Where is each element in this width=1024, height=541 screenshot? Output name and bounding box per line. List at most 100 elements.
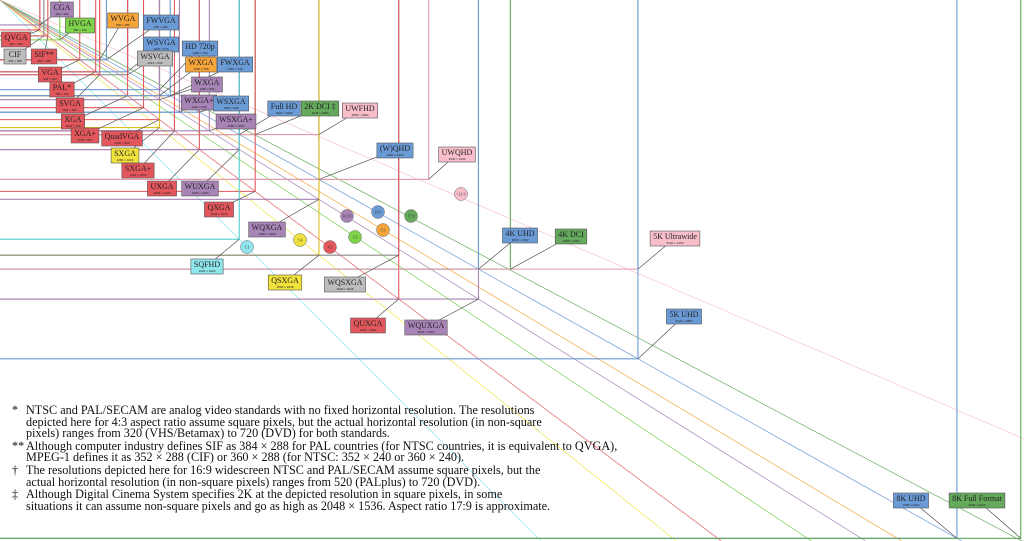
standard-name: HVGA xyxy=(68,19,91,28)
label-box xyxy=(101,130,143,147)
label-box xyxy=(948,492,1006,509)
standard-resolution: 640 × 480 xyxy=(43,77,57,81)
standard-name: CIF xyxy=(9,50,22,59)
standard-resolution: 800 × 480 xyxy=(116,23,130,27)
standard-resolution: 800 × 600 xyxy=(63,108,77,112)
aspect-ratio-marker: 5:3 xyxy=(376,223,390,237)
aspect-ratio-label: 16:10 xyxy=(342,214,351,219)
standard-resolution: 5120 × 2160 xyxy=(667,241,684,245)
standard-resolution: 8192 × 4320 xyxy=(969,503,986,507)
standard-name: 4K DCI xyxy=(558,230,584,239)
label-box xyxy=(1,31,31,48)
aspect-ratio-marker: 16:9 xyxy=(371,205,385,219)
label-box xyxy=(49,81,75,98)
standard-name: FWVGA xyxy=(146,16,176,25)
standard-name: UXGA xyxy=(150,182,173,191)
label-box xyxy=(65,17,95,34)
standard-resolution: 4096 × 2160 xyxy=(563,239,580,243)
standard-name: SVGA xyxy=(59,99,81,108)
standard-resolution: 3440 × 1440 xyxy=(449,157,466,161)
standard-name: XGA+ xyxy=(74,129,96,138)
footnote-text: NTSC and PAL/SECAM are analog video stan… xyxy=(26,403,542,441)
standard-name: WQXGA xyxy=(252,223,283,232)
label-box xyxy=(181,40,219,57)
label-box xyxy=(342,102,378,119)
label-box xyxy=(376,142,414,159)
standard-resolution: 1024 × 576 xyxy=(153,47,168,51)
label-box xyxy=(649,230,701,247)
standard-resolution: 3840 × 2400 xyxy=(418,330,435,334)
label-box xyxy=(213,95,249,112)
standard-resolution: 3840 × 2160 xyxy=(512,238,529,242)
label-box xyxy=(181,180,219,197)
standard-name: QXGA xyxy=(207,203,230,212)
label-box xyxy=(204,201,234,218)
footnote-mark: ‡ xyxy=(12,487,19,502)
standard-name: FWXGA xyxy=(220,58,250,67)
footnote-mark: ** xyxy=(12,438,25,453)
label-box xyxy=(666,308,702,325)
label-box xyxy=(438,146,476,163)
standard-resolution: 320 × 240 xyxy=(9,42,23,46)
standard-resolution: 352 × 288 xyxy=(8,59,22,63)
label-box xyxy=(190,258,224,275)
standard-name: WSXGA xyxy=(216,97,246,106)
footnote: †The resolutions depicted here for 16:9 … xyxy=(12,464,692,488)
label-box xyxy=(121,162,155,179)
standard-name: 5K UHD xyxy=(669,310,698,319)
standard-name: PAL* xyxy=(53,83,71,92)
label-box xyxy=(267,274,303,291)
standard-resolution: 1920 × 1080 xyxy=(276,111,293,115)
aspect-ratio-marker: 3:2 xyxy=(348,230,362,244)
standard-name: 5K Ultrawide xyxy=(653,232,697,241)
aspect-ratio-marker: 5:4 xyxy=(293,233,307,247)
label-box xyxy=(217,56,253,73)
aspect-ratio-marker: 4:3 xyxy=(323,240,337,254)
label-box xyxy=(107,12,139,29)
standard-name: QuadVGA xyxy=(105,132,140,141)
resolution-label: 2K DCI ‡2048 × 1080 xyxy=(300,100,340,117)
footnote: ‡Although Digital Cinema System specifie… xyxy=(12,487,692,512)
label-box xyxy=(3,48,27,65)
standard-resolution: 1680 × 1050 xyxy=(228,124,245,128)
aspect-ratio-label: 16:9 xyxy=(374,210,381,215)
standard-resolution: 768 × 576 xyxy=(55,92,69,96)
standard-resolution: 3200 × 2048 xyxy=(337,287,354,291)
label-box xyxy=(137,50,173,67)
label-box xyxy=(248,221,286,238)
aspect-ratio-marker: 1:1 xyxy=(240,240,254,254)
label-box xyxy=(185,56,217,73)
aspect-ratio-line xyxy=(0,0,962,541)
label-box xyxy=(143,14,179,31)
resolution-label: PAL*768 × 576 xyxy=(49,81,75,98)
aspect-ratio-marker: ~21:9 xyxy=(454,187,468,201)
standard-resolution: 1024 × 768 xyxy=(65,124,80,128)
standard-name: SQFHD xyxy=(194,260,220,269)
standard-resolution: 1152 × 864 xyxy=(78,138,93,142)
standard-resolution: 1280 × 720 xyxy=(192,51,207,55)
standard-resolution: 5120 × 2880 xyxy=(676,319,693,323)
footnote: *NTSC and PAL/SECAM are analog video sta… xyxy=(12,403,692,441)
standard-resolution: 1920 × 1920 xyxy=(199,269,216,273)
label-box xyxy=(147,180,177,197)
standard-name: UWFHD xyxy=(345,104,375,113)
standard-name: QUXGA xyxy=(354,319,383,328)
aspect-ratio-label: 4:3 xyxy=(327,245,332,250)
